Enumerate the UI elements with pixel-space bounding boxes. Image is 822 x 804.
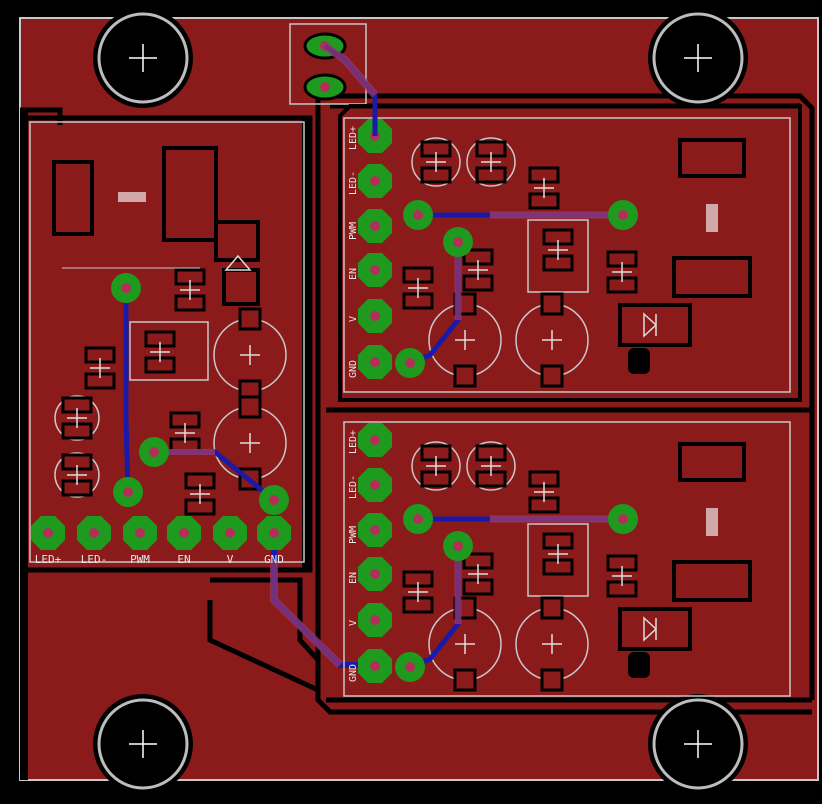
via-icon — [403, 200, 433, 230]
via-icon — [395, 652, 425, 682]
via-icon — [608, 504, 638, 534]
octagon-pad-icon — [358, 299, 392, 333]
main-label-v: V — [227, 553, 234, 566]
octagon-pad-icon — [358, 253, 392, 287]
octagon-pad-icon — [123, 516, 157, 550]
power-header — [289, 23, 367, 105]
module-bottom-label-led-minus: LED- — [348, 475, 359, 499]
octagon-pad-icon — [257, 516, 291, 550]
module-top-label-pwm: PWM — [348, 222, 359, 240]
mounting-hole-bottom-left-icon — [91, 692, 195, 796]
module-top: LED+ LED- PWM EN V GND — [338, 104, 802, 402]
module-bottom-label-v: V — [348, 620, 359, 626]
module-bottom-label-gnd: GND — [348, 664, 359, 682]
main-label-pwm: PWM — [130, 553, 150, 566]
module-top-label-v: V — [348, 316, 359, 322]
octagon-pad-icon — [358, 209, 392, 243]
module-bottom-label-led-plus: LED+ — [348, 430, 359, 454]
module-bottom: LED+ LED- PWM EN V GND — [343, 421, 791, 697]
octagon-pad-icon — [77, 516, 111, 550]
module-bottom-label-pwm: PWM — [348, 526, 359, 544]
octagon-pad-icon — [31, 516, 65, 550]
via-icon — [395, 348, 425, 378]
main-label-led-minus: LED- — [81, 553, 108, 566]
mounting-hole-top-left-icon — [91, 6, 195, 110]
via-icon — [139, 437, 169, 467]
via-icon — [403, 504, 433, 534]
mounting-hole-bottom-right-icon — [646, 692, 750, 796]
octagon-pad-icon — [358, 513, 392, 547]
octagon-pad-icon — [358, 164, 392, 198]
via-icon — [111, 273, 141, 303]
module-top-label-led-minus: LED- — [348, 171, 359, 195]
octagon-pad-icon — [213, 516, 247, 550]
diode-icon — [643, 312, 658, 338]
main-connector: LED+ LED- PWM EN V GND — [31, 516, 291, 566]
via-icon — [259, 485, 289, 515]
via-icon — [443, 227, 473, 257]
main-label-gnd: GND — [264, 553, 284, 566]
octagon-pad-icon — [358, 557, 392, 591]
left-module: LED+ LED- PWM EN V GND — [29, 121, 375, 668]
octagon-pad-icon — [358, 603, 392, 637]
via-icon — [443, 531, 473, 561]
module-top-label-en: EN — [348, 268, 359, 280]
octagon-pad-icon — [358, 345, 392, 379]
octagon-pad-icon — [358, 649, 392, 683]
via-icon — [113, 477, 143, 507]
module-top-label-gnd: GND — [348, 360, 359, 378]
main-label-led-plus: LED+ — [35, 553, 62, 566]
octagon-pad-icon — [358, 468, 392, 502]
mounting-hole-top-right-icon — [646, 6, 750, 110]
octagon-pad-icon — [358, 423, 392, 457]
module-top-label-led-plus: LED+ — [348, 126, 359, 150]
diode-icon — [643, 616, 658, 642]
module-bottom-label-en: EN — [348, 572, 359, 584]
via-icon — [608, 200, 638, 230]
main-label-en: EN — [177, 553, 190, 566]
octagon-pad-icon — [167, 516, 201, 550]
